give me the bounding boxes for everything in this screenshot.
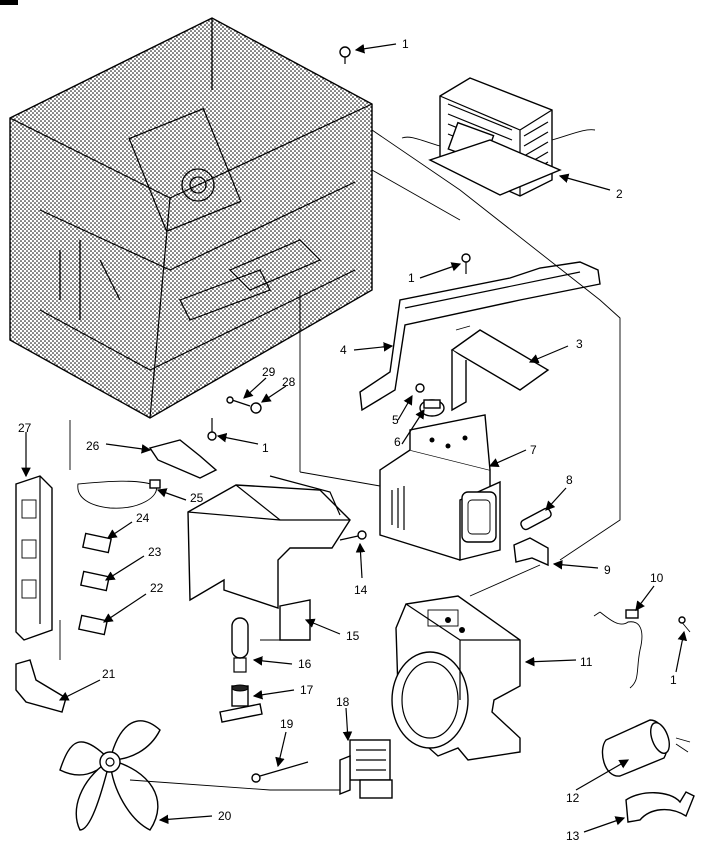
oven-cavity-cabinet xyxy=(9,17,373,419)
interlock-switch-bottom xyxy=(77,614,109,636)
callout-14: 14 xyxy=(354,583,368,597)
magnetron xyxy=(379,414,501,561)
callout-13: 13 xyxy=(566,829,580,843)
callout-9: 9 xyxy=(604,563,611,577)
callout-22: 22 xyxy=(150,581,164,595)
callout-1: 1 xyxy=(670,673,677,687)
callout-27: 27 xyxy=(18,421,32,435)
interlock-switch-middle xyxy=(79,570,111,592)
screw-1-lower xyxy=(207,418,217,441)
callout-10: 10 xyxy=(650,571,664,585)
callout-4: 4 xyxy=(340,343,347,357)
callout-2: 2 xyxy=(616,187,623,201)
callout-7: 7 xyxy=(530,443,537,457)
screw-29 xyxy=(226,396,251,407)
callout-17: 17 xyxy=(300,683,314,697)
fuse-holder xyxy=(513,537,549,567)
callout-11: 11 xyxy=(580,655,593,669)
callout-19: 19 xyxy=(280,717,294,731)
corner-tab-mark xyxy=(0,0,18,5)
callout-26: 26 xyxy=(86,439,100,453)
wire-harness xyxy=(77,479,161,509)
fan-motor-housing xyxy=(391,595,521,761)
callout-3: 3 xyxy=(576,337,583,351)
callout-20: 20 xyxy=(218,809,232,823)
callout-1: 1 xyxy=(408,271,415,285)
door-latch-lever xyxy=(15,659,67,713)
screw-28 xyxy=(250,402,262,414)
control-panel-frame xyxy=(15,475,53,641)
callout-25: 25 xyxy=(190,491,204,505)
capacitor-clamp xyxy=(625,791,695,823)
oven-lamp xyxy=(231,617,249,673)
callout-6: 6 xyxy=(394,435,401,449)
support-bracket xyxy=(359,261,601,412)
lamp-socket xyxy=(219,684,263,723)
callout-28: 28 xyxy=(282,375,296,389)
air-duct xyxy=(187,475,351,641)
interlock-switch-top xyxy=(81,532,113,554)
callout-arrows xyxy=(21,43,688,833)
thermal-cutout xyxy=(415,383,445,417)
callout-21: 21 xyxy=(102,667,116,681)
callout-12: 12 xyxy=(566,791,580,805)
callout-1: 1 xyxy=(262,441,269,455)
callout-29: 29 xyxy=(262,365,276,379)
high-voltage-transformer xyxy=(401,77,596,197)
callout-18: 18 xyxy=(336,695,350,709)
hinge-bracket xyxy=(148,439,218,479)
screw xyxy=(339,530,367,541)
screw-1-bracket xyxy=(461,253,471,274)
callout-1: 1 xyxy=(402,37,409,51)
callout-16: 16 xyxy=(298,657,312,671)
fuse xyxy=(520,507,552,531)
callout-8: 8 xyxy=(566,473,573,487)
ground-wire xyxy=(593,609,691,689)
fan-blade xyxy=(59,720,161,831)
callout-labels: 1 2 1 3 4 5 6 7 8 9 10 1 11 12 13 14 15 … xyxy=(18,37,677,843)
callout-5: 5 xyxy=(392,413,399,427)
screw-1-top xyxy=(339,46,351,64)
motor-screw xyxy=(251,761,309,783)
assembly-guide-lines xyxy=(59,129,621,791)
fan-motor xyxy=(339,739,393,799)
callout-23: 23 xyxy=(148,545,162,559)
callout-24: 24 xyxy=(136,511,150,525)
callout-15: 15 xyxy=(346,629,360,643)
insulation-plate xyxy=(450,325,550,412)
